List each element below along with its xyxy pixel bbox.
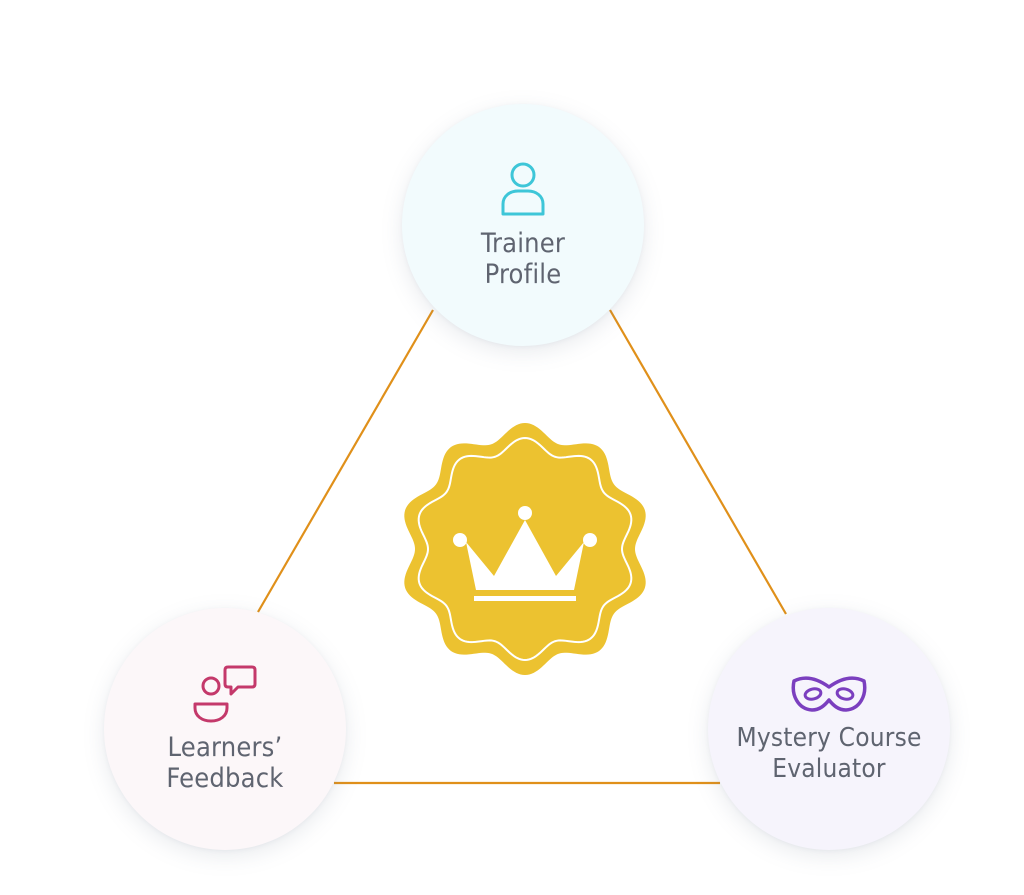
node-mystery-line1: Mystery Course xyxy=(736,723,922,753)
connector-trainer-learners xyxy=(257,309,434,613)
node-mystery-evaluator[interactable]: Mystery Course Evaluator xyxy=(708,608,950,850)
node-trainer-line1: Trainer xyxy=(480,228,566,259)
node-learners-label: Learners’ Feedback xyxy=(166,732,283,794)
node-learners-line2: Feedback xyxy=(166,763,284,794)
user-icon xyxy=(501,162,545,216)
connector-trainer-mystery xyxy=(609,309,787,615)
mask-icon xyxy=(791,676,867,712)
badge-inner-outline xyxy=(417,436,633,662)
node-mystery-label: Mystery Course Evaluator xyxy=(736,723,921,785)
crown-icon xyxy=(453,506,597,601)
crown-badge xyxy=(404,423,646,675)
node-learners-line1: Learners’ xyxy=(167,732,283,763)
feedback-chat-icon xyxy=(193,665,257,723)
node-learners-feedback[interactable]: Learners’ Feedback xyxy=(104,608,346,850)
node-trainer-line2: Profile xyxy=(484,259,562,290)
node-trainer-profile[interactable]: Trainer Profile xyxy=(402,104,644,346)
node-trainer-label: Trainer Profile xyxy=(481,228,565,290)
node-mystery-line2: Evaluator xyxy=(772,754,886,784)
